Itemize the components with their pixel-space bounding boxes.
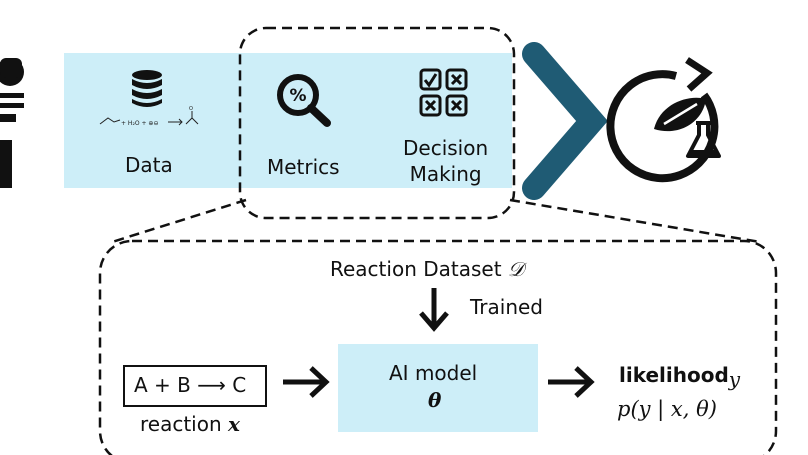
ai-model-box [338, 344, 538, 432]
likelihood-label: likelihoody [619, 363, 740, 389]
metrics-decision-box [238, 26, 516, 220]
svg-text:%: % [289, 86, 306, 106]
likelihood-formula: p(y | x, θ) [617, 397, 717, 421]
arrow-right-icon [283, 366, 330, 398]
dataset-label: Reaction Dataset 𝒟 [330, 259, 524, 279]
model-symbol: θ [428, 388, 442, 412]
reaction-box-text: A + B ⟶ C [134, 373, 247, 397]
reaction-caption-text: reaction [140, 412, 229, 436]
dataset-text: Reaction Dataset [330, 257, 508, 281]
down-arrow-icon [419, 288, 449, 332]
svg-text:O: O [189, 106, 193, 112]
zoom-line-right [509, 198, 761, 244]
database-icon [132, 70, 162, 107]
ai-model-label: AI model [389, 361, 478, 385]
reaction-scheme-icon: + H₂O + ⊕⊖ O [99, 106, 199, 127]
trained-label: Trained [470, 295, 543, 319]
dataset-symbol: 𝒟 [507, 257, 524, 281]
data-label: Data [125, 153, 173, 177]
metrics-label: Metrics [267, 155, 340, 179]
decision-making-label: Decision Making [403, 136, 489, 186]
reaction-box [123, 365, 267, 407]
chevron-right-icon [522, 42, 608, 200]
checkbox-grid-icon [419, 68, 468, 117]
sustainability-cycle-icon [606, 57, 721, 183]
zoom-line-left [111, 198, 247, 244]
percent-magnifier-icon: % [277, 74, 331, 127]
reaction-symbol: x [228, 412, 240, 436]
likelihood-subscript: y [728, 367, 741, 391]
arrow-right-icon-2 [548, 366, 595, 398]
detail-box [98, 239, 778, 455]
svg-text:+ H₂O + ⊕⊖: + H₂O + ⊕⊖ [121, 120, 158, 127]
person-robot-icon [0, 58, 24, 188]
likelihood-text: likelihood [619, 363, 729, 387]
reaction-caption: reaction x [140, 414, 240, 434]
